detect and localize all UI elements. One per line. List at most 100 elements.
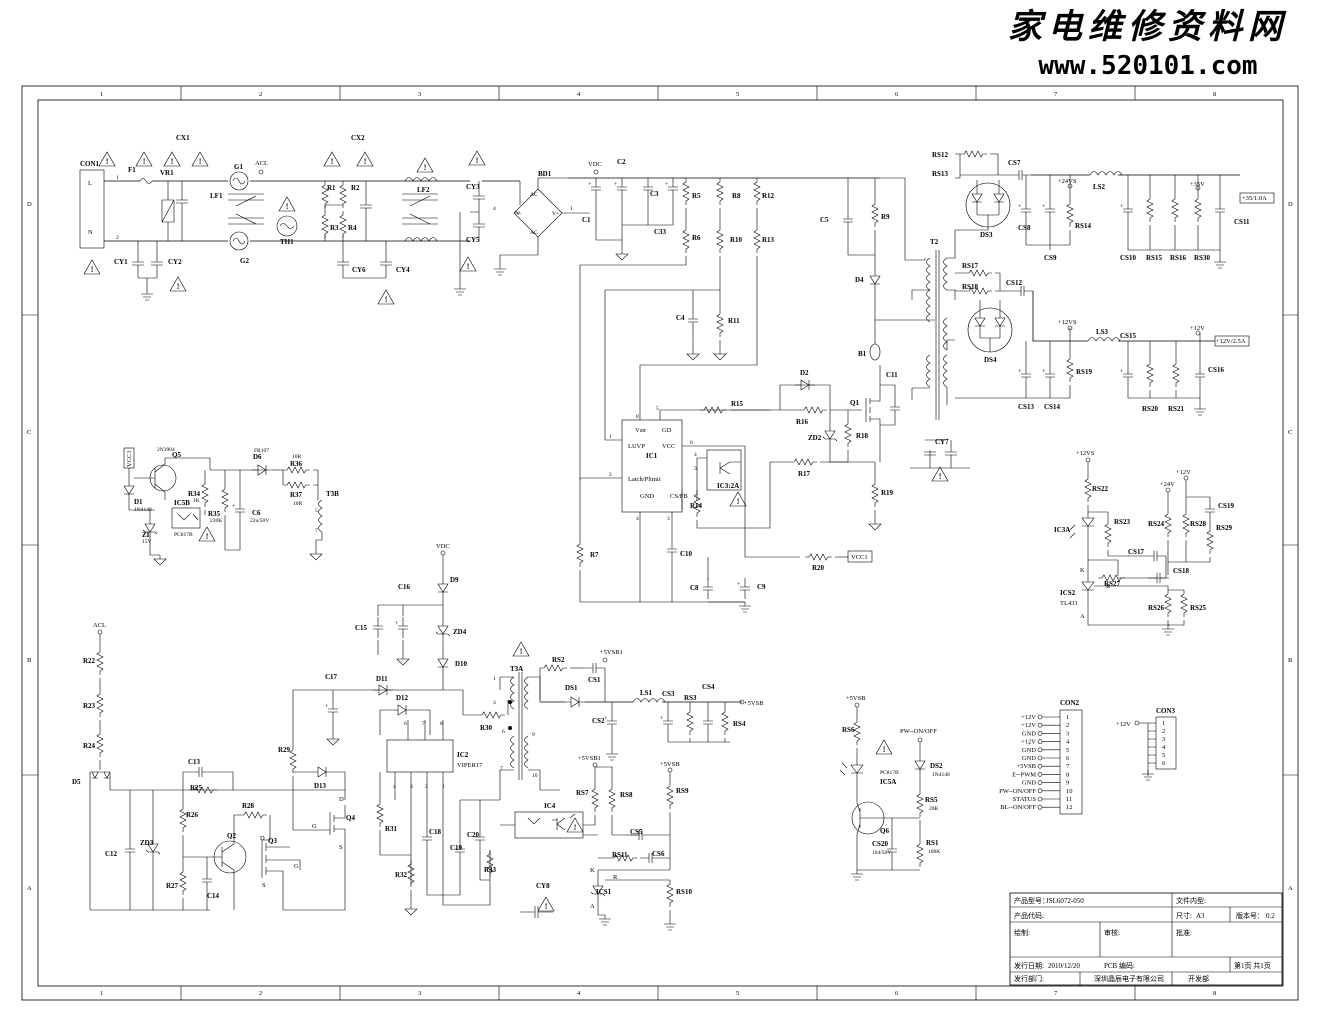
svg-text:RS10: RS10	[676, 888, 692, 896]
svg-text:+5VSB: +5VSB	[846, 695, 866, 702]
con2-pin-signal: GND	[1022, 780, 1036, 787]
con2-pin-terminal	[1037, 804, 1043, 810]
svg-text:RS28: RS28	[1190, 520, 1206, 528]
svg-text:LS1: LS1	[640, 689, 653, 697]
svg-text:G: G	[294, 863, 299, 870]
con2-pin-signal: +12V	[1021, 722, 1036, 729]
svg-text:A: A	[1288, 885, 1293, 892]
svg-text:DS2: DS2	[930, 762, 943, 770]
svg-text:RS26: RS26	[1148, 604, 1164, 612]
svg-text:LF1: LF1	[210, 192, 223, 200]
con2-pin-terminal	[1037, 796, 1043, 802]
svg-text:C17: C17	[325, 673, 338, 681]
svg-text:CS14: CS14	[1044, 403, 1060, 411]
svg-text:RS19: RS19	[1076, 368, 1092, 376]
svg-text:文件内型:: 文件内型:	[1176, 896, 1206, 905]
svg-text:VIPER17: VIPER17	[457, 762, 483, 769]
con2-pin-terminal	[1037, 772, 1043, 777]
con2-pin-signal: E--PWM	[1012, 771, 1036, 778]
svg-text:R3: R3	[330, 224, 339, 232]
svg-text:R37: R37	[290, 491, 303, 499]
svg-text:VDC: VDC	[436, 543, 450, 550]
secondary-5vsb: RS2 +5VSB1 CS1 DS1 CS2 LS1 CS3 RS3 CS4 R…	[500, 649, 764, 931]
svg-text:RS5: RS5	[925, 796, 938, 804]
svg-text:R: R	[1106, 583, 1111, 590]
con2-pin-terminal	[1037, 722, 1043, 728]
svg-text:A: A	[590, 903, 595, 910]
svg-text:8: 8	[636, 414, 639, 420]
fuse-f1	[139, 178, 153, 184]
svg-text:C15: C15	[355, 624, 368, 632]
svg-text:B: B	[1288, 657, 1293, 664]
svg-text:S: S	[339, 844, 343, 851]
svg-text:4: 4	[636, 516, 639, 522]
svg-text:R12: R12	[762, 192, 775, 200]
svg-text:15V: 15V	[142, 539, 152, 545]
svg-text:10R: 10R	[292, 454, 302, 460]
svg-text:R1: R1	[327, 184, 336, 192]
con2-pin-number: 2	[1066, 722, 1069, 729]
svg-text:C12: C12	[105, 850, 118, 858]
svg-text:3: 3	[493, 700, 496, 706]
svg-text:6: 6	[895, 91, 899, 98]
watermark-url: www.520101.com	[1038, 51, 1257, 81]
con2-pin-number: 7	[1066, 763, 1070, 770]
con2-pin-terminal	[1037, 755, 1043, 761]
svg-text:C2: C2	[617, 158, 626, 166]
svg-text:RS17: RS17	[962, 262, 978, 270]
svg-text:D4: D4	[855, 276, 864, 284]
svg-text:CS19: CS19	[1218, 502, 1234, 510]
svg-text:Q5: Q5	[172, 451, 181, 459]
svg-text:8: 8	[440, 721, 443, 727]
svg-text:RS20: RS20	[1142, 405, 1158, 413]
svg-text:3: 3	[694, 466, 697, 472]
svg-text:R9: R9	[881, 213, 890, 221]
svg-text:2: 2	[116, 235, 119, 241]
svg-text:2: 2	[609, 472, 612, 478]
svg-text:Q3: Q3	[268, 837, 277, 845]
svg-text:C: C	[1288, 429, 1292, 436]
transformer-t2: T2 CY7	[910, 230, 970, 482]
svg-text:R6: R6	[692, 234, 701, 242]
svg-text:104/50V: 104/50V	[872, 850, 891, 856]
svg-text:R30: R30	[480, 724, 493, 732]
svg-text:RS13: RS13	[932, 170, 948, 178]
svg-text:Q1: Q1	[850, 399, 859, 407]
svg-text:VCC1: VCC1	[126, 450, 133, 467]
con2-pin-number: 3	[1066, 730, 1069, 737]
svg-text:RS18: RS18	[962, 283, 978, 291]
svg-text:C14: C14	[207, 892, 220, 900]
ac-input-section: CON1 L N F1 12 VR1 CX1 CY1 CY2 G1 G2 ACL…	[79, 134, 520, 305]
ic1-pwm-controller: Vstr LUVP GD VCC IC1 Latch/Plimit GND CS…	[576, 406, 873, 613]
con2-pin-number: 9	[1066, 780, 1069, 787]
svg-text:D2: D2	[800, 369, 809, 377]
svg-text:R: R	[613, 874, 618, 881]
svg-text:C13: C13	[188, 758, 201, 766]
svg-text:R11: R11	[728, 317, 740, 325]
svg-text:8: 8	[1213, 91, 1216, 98]
svg-text:+35V: +35V	[1190, 181, 1205, 188]
svg-text:2: 2	[425, 784, 428, 790]
svg-text:RS2: RS2	[552, 656, 565, 664]
con3-pin-number: 1	[1162, 720, 1165, 727]
svg-text:B: B	[27, 657, 32, 664]
svg-text:VDC: VDC	[588, 161, 602, 168]
svg-text:CX1: CX1	[176, 134, 190, 142]
svg-text:CS4: CS4	[702, 683, 715, 691]
svg-text:R27: R27	[166, 882, 179, 890]
svg-text:+24VS: +24VS	[1058, 178, 1077, 185]
svg-text:T3B: T3B	[326, 490, 339, 498]
svg-text:RS4: RS4	[733, 720, 746, 728]
svg-text:RS16: RS16	[1170, 254, 1186, 262]
con3-pin-number: 2	[1162, 728, 1165, 735]
svg-text:R22: R22	[83, 657, 96, 665]
svg-text:C9: C9	[757, 583, 766, 591]
svg-text:RS25: RS25	[1190, 604, 1206, 612]
svg-text:220K: 220K	[210, 518, 222, 524]
svg-text:D: D	[27, 201, 32, 208]
svg-text:C20: C20	[467, 831, 480, 839]
svg-text:D9: D9	[450, 576, 459, 584]
